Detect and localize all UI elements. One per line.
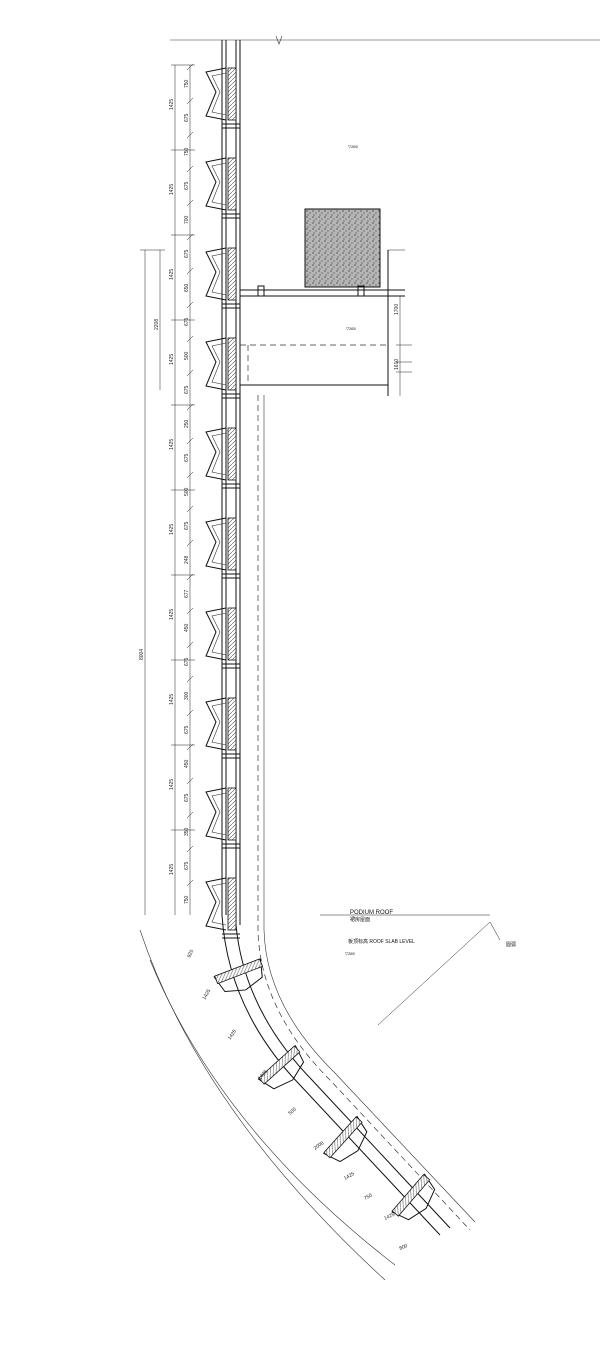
fin-unit xyxy=(205,157,240,219)
right-dim-label: 1610 xyxy=(394,359,400,370)
podium-roof-cn-label: 裙房屋面 xyxy=(350,916,370,923)
fin-unit xyxy=(205,787,240,849)
dashed-slab-edge xyxy=(257,395,476,1231)
dim-label: 1425 xyxy=(169,269,175,280)
fin-unit xyxy=(205,427,240,489)
fin-unit xyxy=(205,67,240,129)
dim-label: 1425 xyxy=(169,609,175,620)
dim-label: 1425 xyxy=(169,439,175,450)
dim-label: 700 xyxy=(184,215,190,224)
dim-label: 250 xyxy=(184,419,190,428)
dim-label: 675 xyxy=(184,725,190,734)
dim-label: 750 xyxy=(184,895,190,904)
curved-facade xyxy=(139,914,451,1281)
curve-dim-label: 800 xyxy=(399,1243,409,1252)
dim-label: 750 xyxy=(184,79,190,88)
annotations: PODIUM ROOF 裙房屋面 板顶标高 ROOF SLAB LEVEL ▽2… xyxy=(320,144,516,1026)
dim-label: 675 xyxy=(184,453,190,462)
dim-label: 675 xyxy=(184,793,190,802)
curved-fin-unit xyxy=(257,1045,305,1090)
curve-dim-label: 1425 xyxy=(343,1171,356,1182)
dim-label: 1425 xyxy=(169,779,175,790)
curve-dim-label: 2008 xyxy=(313,1140,326,1151)
dim-label: 500 xyxy=(184,351,190,360)
dim-label: 1425 xyxy=(169,694,175,705)
fin-unit xyxy=(205,697,240,759)
dim-label: 450 xyxy=(184,759,190,768)
dim-label: 248 xyxy=(184,555,190,564)
right-dim-label: 1700 xyxy=(394,304,400,315)
dim-label: 350 xyxy=(184,827,190,836)
dim-label: 500 xyxy=(184,487,190,496)
level-mark-middle: ▽265 xyxy=(346,326,357,331)
dim-label: 675 xyxy=(184,181,190,190)
fin-unit xyxy=(205,877,240,939)
dim-label: 675 xyxy=(184,249,190,258)
curve-dim-label: 1425 xyxy=(383,1212,396,1222)
dim-label: 1425 xyxy=(169,524,175,535)
fin-unit xyxy=(205,337,240,399)
fin-unit xyxy=(205,517,240,579)
dim-label: 677 xyxy=(184,589,190,598)
curve-dim-label: 500 xyxy=(287,1106,297,1116)
level-mark-top: ▽265 xyxy=(348,144,359,149)
roof-slab-level-label: 板顶标高 ROOF SLAB LEVEL xyxy=(348,938,415,945)
curve-dim-label: 1425 xyxy=(227,1028,238,1041)
fin-unit xyxy=(205,247,240,309)
curve-dim-label: 925 xyxy=(186,949,195,959)
dim-label: 650 xyxy=(184,283,190,292)
window-fin-units xyxy=(205,67,240,939)
fin-unit xyxy=(205,607,240,669)
dim-label: 450 xyxy=(184,623,190,632)
dim-label: 1425 xyxy=(169,99,175,110)
dim-label: 1425 xyxy=(169,184,175,195)
dim-label: 675 xyxy=(184,317,190,326)
callout-bubble: 圆弧 xyxy=(506,941,516,948)
dim-label: 675 xyxy=(184,657,190,666)
curved-fin-unit xyxy=(213,958,263,993)
overall-dim-label: 2208 xyxy=(154,319,160,330)
hatched-block xyxy=(304,208,381,288)
dim-label: 1425 xyxy=(169,354,175,365)
dim-label: 675 xyxy=(184,861,190,870)
dim-label: 675 xyxy=(184,385,190,394)
dim-label: 675 xyxy=(184,521,190,530)
curved-fin-unit xyxy=(323,1115,368,1163)
level-mark-bottom: ▽265 xyxy=(345,951,356,956)
dim-label: 675 xyxy=(184,113,190,122)
curved-fin-units xyxy=(213,958,436,1221)
top-break-line xyxy=(170,35,600,45)
dim-label: 750 xyxy=(184,147,190,156)
curve-dim-label: 750 xyxy=(363,1192,373,1201)
curved-fin-unit xyxy=(391,1173,436,1221)
podium-roof-label: PODIUM ROOF xyxy=(350,910,393,916)
curve-dim-label: 1425 xyxy=(202,988,213,1001)
overall-dim-label: 8004 xyxy=(139,649,145,660)
dim-label: 300 xyxy=(184,691,190,700)
podium-box xyxy=(240,208,412,396)
dim-label: 1425 xyxy=(169,864,175,875)
